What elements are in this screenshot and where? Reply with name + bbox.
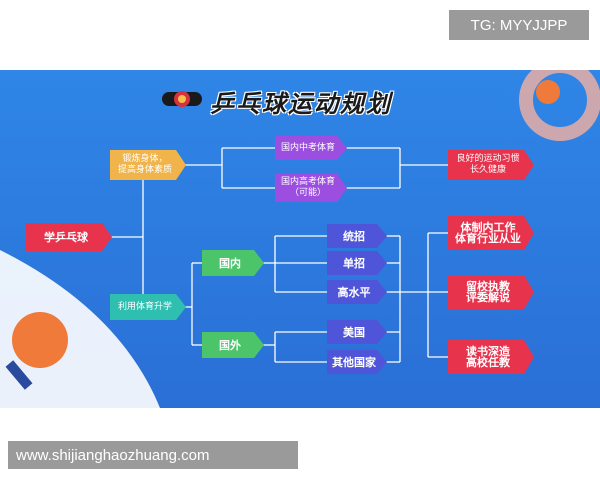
node-study: 读书深造 高校任教 xyxy=(448,340,534,374)
paddle-handle xyxy=(5,360,33,390)
node-gaoshuiping: 高水平 xyxy=(327,280,387,304)
node-zhongkao: 国内中考体育 xyxy=(275,136,347,160)
node-others: 其他国家 xyxy=(327,350,387,374)
node-gaokao: 国内高考体育 （可能） xyxy=(275,174,347,202)
diagram-title: 乒乓球运动规划 xyxy=(210,90,392,118)
node-habit: 良好的运动习惯 长久健康 xyxy=(448,150,534,180)
node-abroad: 国外 xyxy=(202,332,264,358)
node-exercise: 锻炼身体， 提高身体素质 xyxy=(110,150,186,180)
node-danzhao: 单招 xyxy=(327,251,387,275)
logo-icon xyxy=(162,91,202,107)
node-domestic: 国内 xyxy=(202,250,264,276)
node-career: 体制内工作 体育行业从业 xyxy=(448,216,534,250)
watermark-top: TG: MYYJJPP xyxy=(449,10,589,40)
ball-icon xyxy=(536,80,560,104)
decor-wave xyxy=(0,250,160,408)
node-start: 学乒乓球 xyxy=(26,223,112,251)
node-tongzhao: 统招 xyxy=(327,224,387,248)
node-coach: 留校执教 评委解说 xyxy=(448,275,534,309)
decor-ring xyxy=(519,70,600,141)
paddle-icon xyxy=(12,312,68,368)
watermark-bottom: www.shijianghaozhuang.com xyxy=(8,441,298,469)
connector-lines xyxy=(0,70,600,408)
node-promotion: 利用体育升学 xyxy=(110,294,186,320)
node-usa: 美国 xyxy=(327,320,387,344)
diagram-panel: 乒乓球运动规划 锻炼身体， 提高身体素质 学乒乓球 利用体育升学 国内中考体育 … xyxy=(0,70,600,408)
